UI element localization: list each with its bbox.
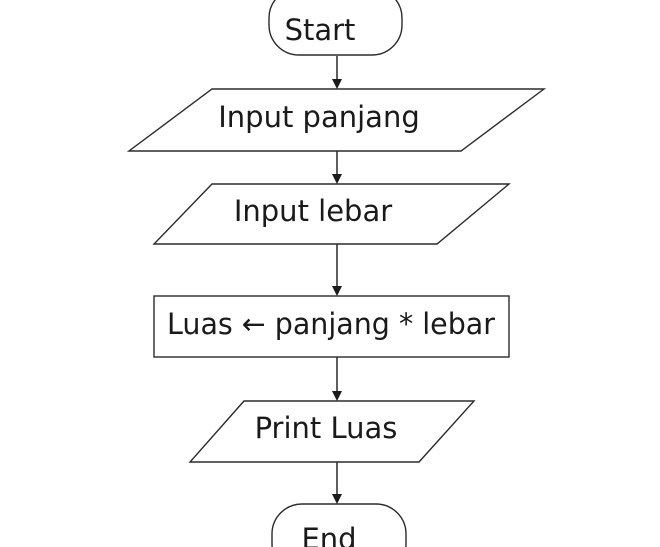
print-luas-shape bbox=[188, 400, 476, 463]
end-terminator-shape bbox=[271, 503, 407, 547]
arrowhead-print-to-end bbox=[332, 494, 342, 504]
input-panjang-step: Input panjang bbox=[126, 88, 547, 152]
start-terminator-shape bbox=[268, 0, 403, 56]
input-panjang-label: Input panjang bbox=[218, 100, 420, 134]
arrowhead-input-lebar-to-process bbox=[332, 286, 342, 296]
process-label: Luas ← panjang * lebar bbox=[167, 307, 495, 341]
process-step: Luas ← panjang * lebar bbox=[153, 295, 510, 358]
input-lebar-shape bbox=[152, 183, 511, 245]
start-terminator: Start bbox=[268, 0, 403, 56]
print-luas-label: Print Luas bbox=[255, 411, 398, 445]
end-label: End bbox=[301, 522, 356, 547]
arrowhead-input-panjang-to-input-lebar bbox=[332, 174, 342, 184]
process-shape bbox=[153, 295, 510, 358]
input-lebar-step: Input lebar bbox=[152, 183, 511, 245]
arrowhead-start-to-input-panjang bbox=[332, 79, 342, 89]
input-panjang-shape bbox=[126, 88, 547, 152]
print-luas-step: Print Luas bbox=[188, 400, 476, 463]
start-label: Start bbox=[285, 13, 356, 47]
arrowhead-process-to-print bbox=[332, 391, 342, 401]
end-terminator: End bbox=[271, 503, 407, 547]
input-lebar-label: Input lebar bbox=[234, 194, 392, 228]
